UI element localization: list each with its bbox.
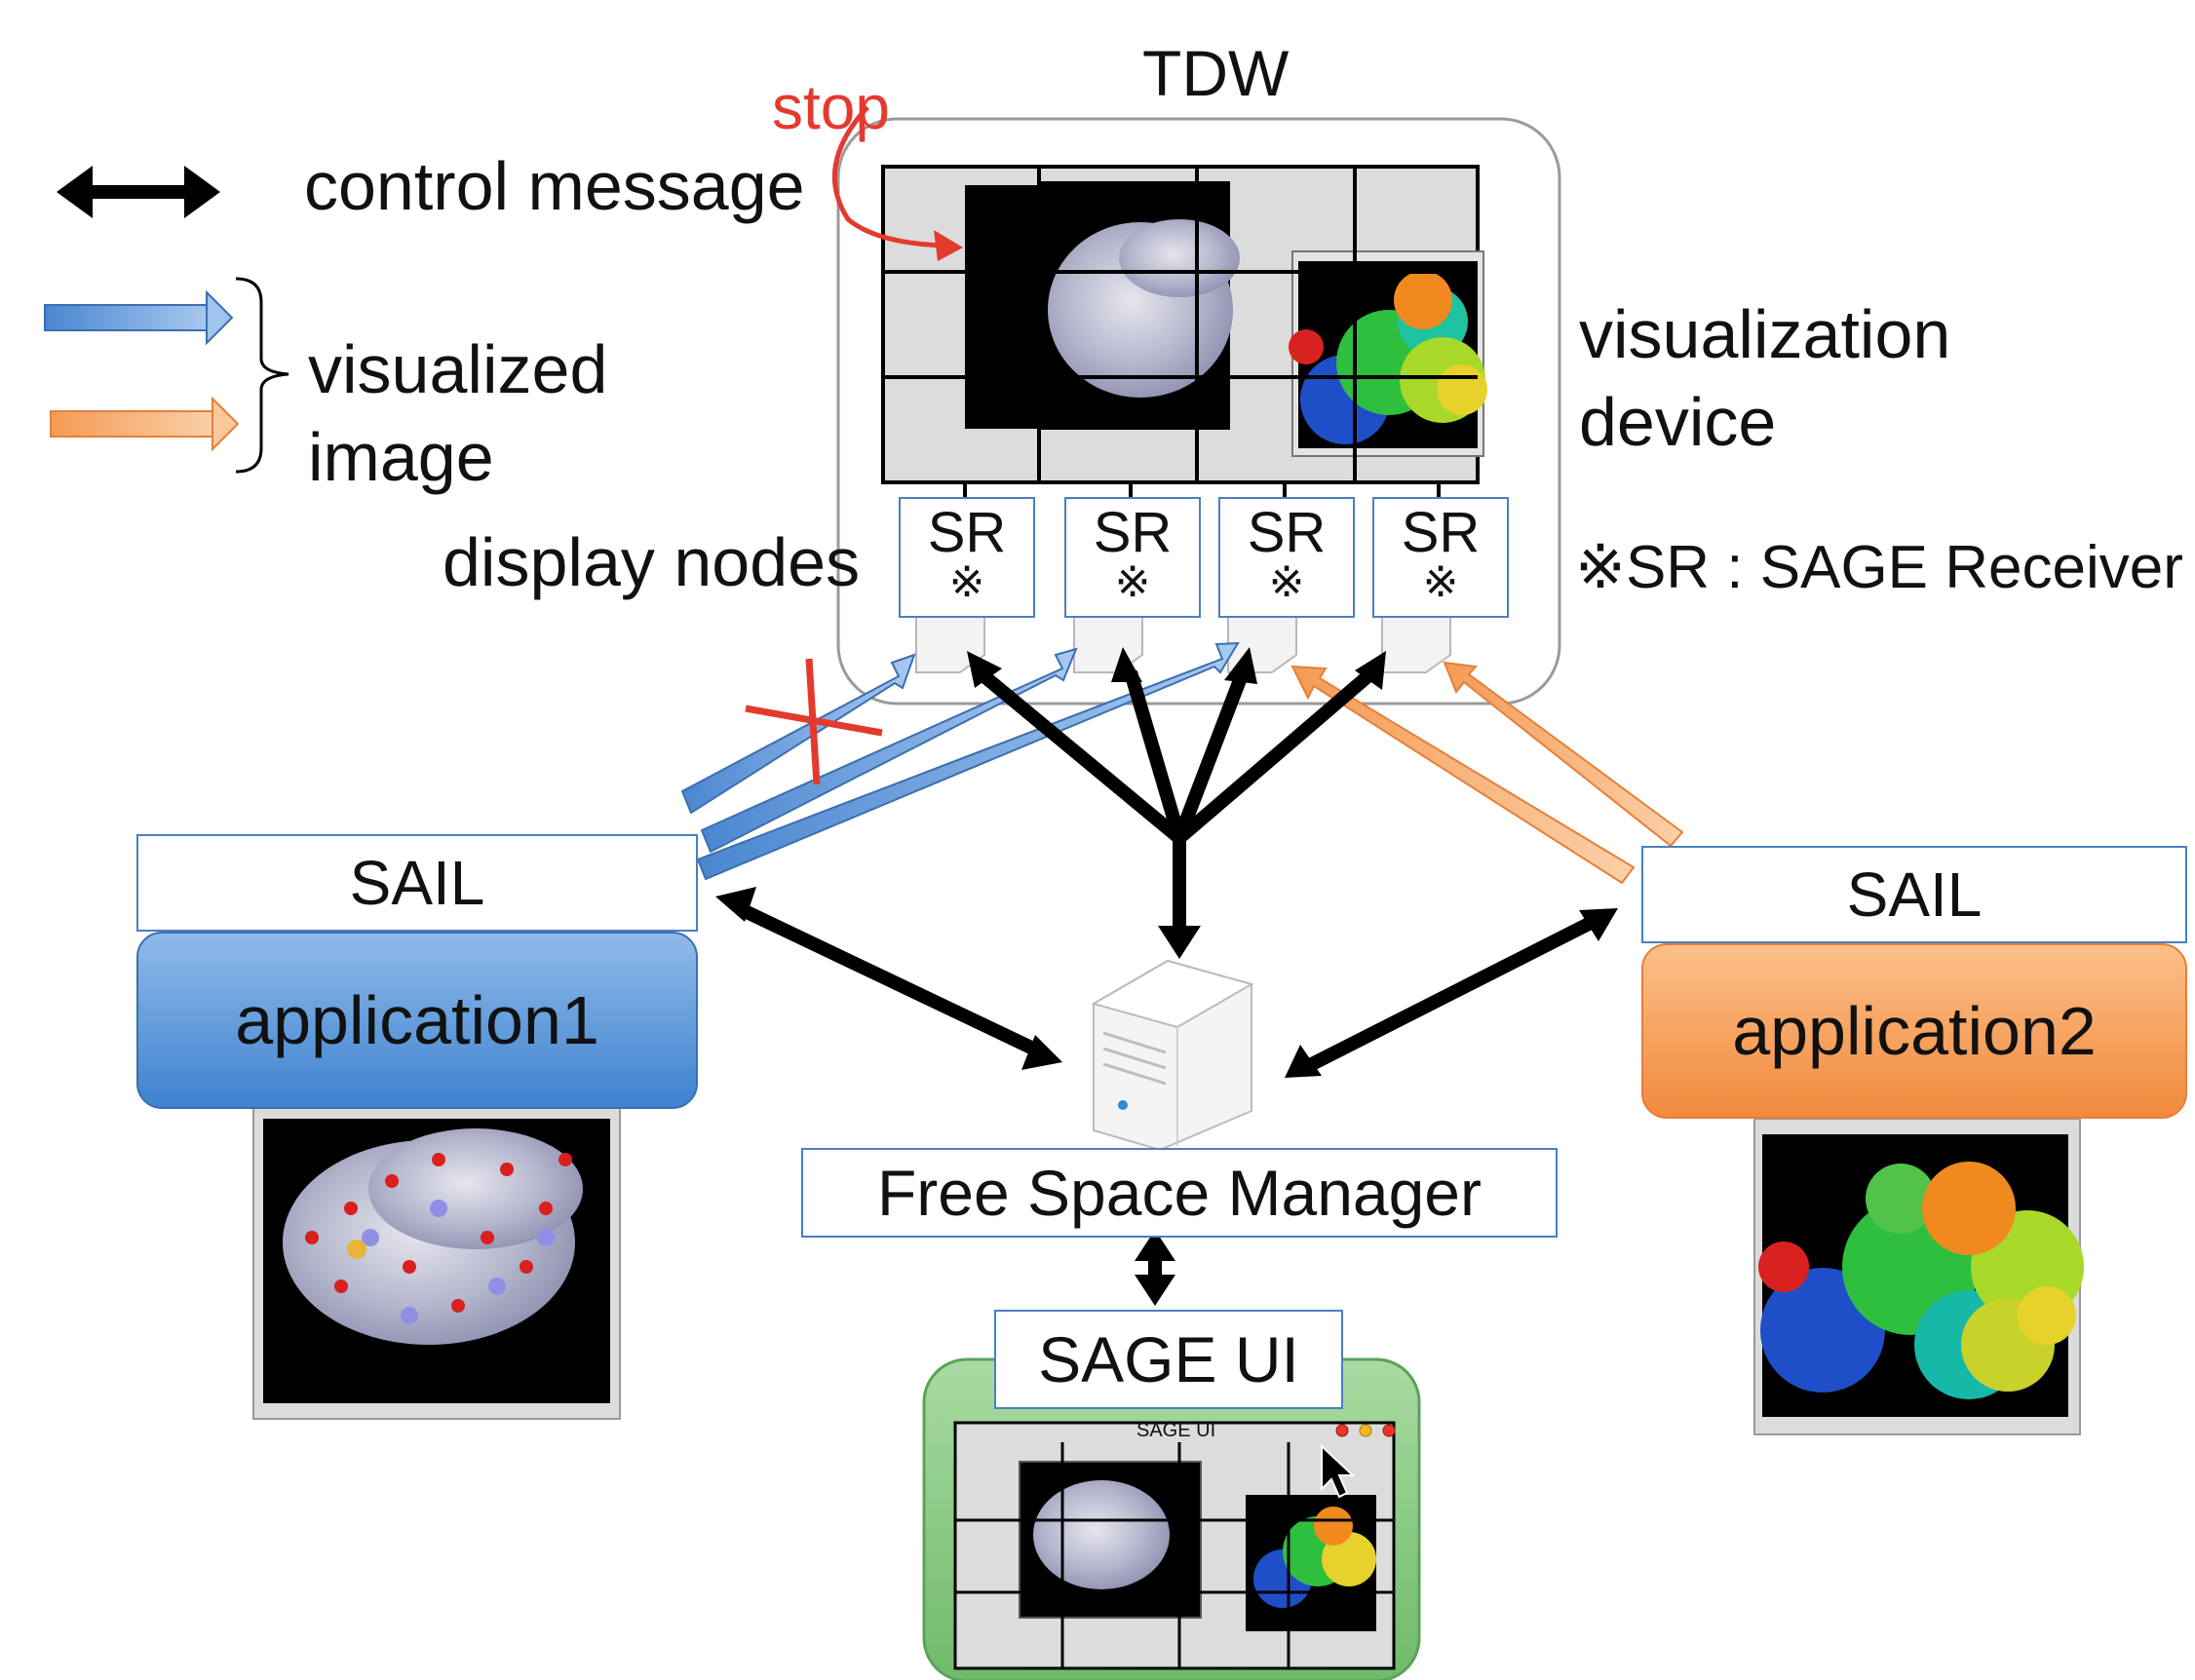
legend-image-label-line1: visualized bbox=[308, 331, 608, 407]
app1-sail-label: SAIL bbox=[349, 848, 485, 918]
sr-label: SR bbox=[1247, 501, 1327, 564]
control-fsm-sageui bbox=[1135, 1230, 1175, 1306]
app1-sail-box: SAIL bbox=[136, 834, 698, 932]
blue-image-arrows bbox=[680, 641, 1240, 881]
sr-box-2: SR ※ bbox=[1064, 497, 1201, 618]
sr-mark: ※ bbox=[948, 558, 985, 606]
control-app2-fsm bbox=[1285, 908, 1618, 1078]
stop-label: stop bbox=[772, 72, 890, 142]
legend-control-label: control message bbox=[304, 148, 805, 224]
app1-window bbox=[252, 1100, 621, 1420]
fsm-box: Free Space Manager bbox=[801, 1148, 1558, 1238]
tdw-molecule-grey bbox=[1048, 219, 1240, 398]
blocked-cross bbox=[745, 658, 883, 785]
control-app1-fsm bbox=[715, 887, 1062, 1070]
sr-box-1: SR ※ bbox=[899, 497, 1035, 618]
sageui-label: SAGE UI bbox=[1038, 1323, 1299, 1395]
app1-box: application1 bbox=[136, 932, 698, 1109]
legend-control-arrow bbox=[57, 166, 220, 218]
fsm-label: Free Space Manager bbox=[876, 1157, 1482, 1229]
sageui-label-box: SAGE UI bbox=[994, 1310, 1343, 1409]
app2-window bbox=[1753, 1118, 2084, 1435]
legend-blue-arrow bbox=[44, 289, 234, 346]
app1-molecule bbox=[283, 1128, 583, 1345]
tdw-title: TDW bbox=[1142, 37, 1290, 109]
fsm-server-icon bbox=[1091, 959, 1254, 1152]
device-label-line1: visualization bbox=[1579, 296, 1951, 372]
device-label-line2: device bbox=[1579, 384, 1777, 460]
sageui-window-title: SAGE UI bbox=[1136, 1420, 1216, 1441]
sr-box-4: SR ※ bbox=[1372, 497, 1509, 618]
control-tree bbox=[975, 667, 1377, 935]
cursor-icon bbox=[1321, 1443, 1356, 1499]
app2-sail-label: SAIL bbox=[1846, 859, 1983, 930]
app1-label: application1 bbox=[235, 982, 599, 1058]
app2-box: application2 bbox=[1641, 943, 2187, 1119]
legend-orange-arrow bbox=[50, 396, 240, 452]
sr-label: SR bbox=[1401, 501, 1481, 564]
tdw-screen bbox=[881, 165, 1487, 484]
sr-note: ※SR : SAGE Receiver bbox=[1575, 534, 2183, 601]
control-tree-heads bbox=[967, 647, 1386, 959]
app2-sail-box: SAIL bbox=[1641, 846, 2187, 943]
app2-molecule bbox=[1758, 1162, 2084, 1399]
display-node-computers bbox=[915, 611, 1451, 673]
sr-label: SR bbox=[927, 501, 1007, 564]
legend-brace bbox=[235, 277, 289, 474]
sr-box-3: SR ※ bbox=[1218, 497, 1355, 618]
stop-arrow bbox=[831, 105, 946, 248]
sr-mark: ※ bbox=[1114, 558, 1151, 606]
sageui-screen bbox=[953, 1421, 1396, 1670]
display-nodes-label: display nodes bbox=[443, 524, 861, 600]
sr-label: SR bbox=[1093, 501, 1173, 564]
orange-image-arrows bbox=[1290, 661, 1684, 885]
app2-label: application2 bbox=[1732, 993, 2097, 1069]
sr-mark: ※ bbox=[1268, 558, 1305, 606]
sr-mark: ※ bbox=[1422, 558, 1459, 606]
legend-image-label-line2: image bbox=[308, 419, 494, 495]
